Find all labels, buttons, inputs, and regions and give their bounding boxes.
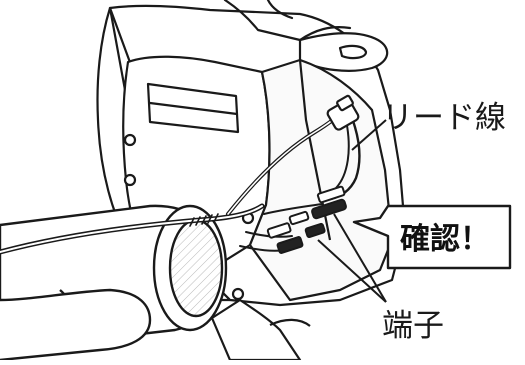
callout-bubble bbox=[352, 204, 512, 270]
terminal-connectors bbox=[266, 185, 347, 254]
lead-wire-leader-line bbox=[351, 119, 387, 151]
lead-wire-label-group: リード線 bbox=[351, 100, 506, 151]
terminal-label: 端子 bbox=[382, 308, 444, 344]
pipe-cylinder bbox=[0, 204, 228, 362]
sensor-head bbox=[326, 94, 360, 131]
check-callout: 確認！ bbox=[352, 204, 512, 270]
device-base bbox=[210, 298, 311, 362]
check-callout-text: 確認！ bbox=[400, 222, 490, 257]
terminal-leader-line-1 bbox=[333, 213, 387, 303]
cables bbox=[0, 110, 361, 255]
terminal-label-group: 端子 bbox=[317, 213, 444, 344]
terminal-leader-line-2 bbox=[317, 239, 387, 303]
lead-wire-label: リード線 bbox=[382, 100, 506, 136]
